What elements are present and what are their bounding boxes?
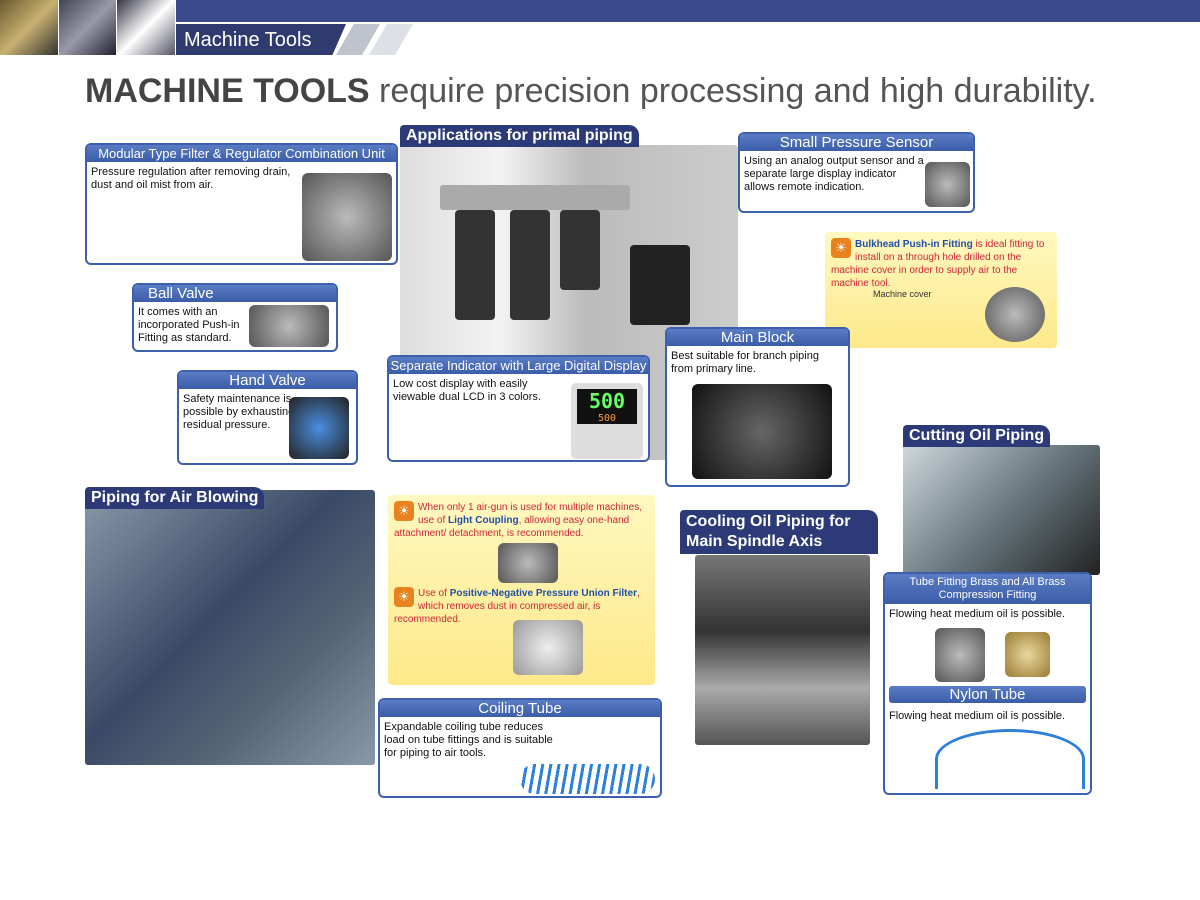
hand-valve-box: Hand Valve Safety maintenance is possibl…	[177, 370, 358, 465]
cutting-oil-photo	[903, 445, 1100, 575]
nylon-tube-text: Flowing heat medium oil is possible.	[889, 710, 1066, 722]
modular-unit-box: Modular Type Filter & Regulator Combinat…	[85, 143, 398, 265]
brass-fitting-image	[1005, 632, 1050, 677]
hand-valve-title: Hand Valve	[179, 372, 356, 389]
indicator-text: Low cost display with easily viewable du…	[393, 378, 541, 403]
lightbulb-icon: ☀	[394, 501, 414, 521]
light-coupling-image	[498, 543, 558, 583]
air-blowing-photo	[85, 490, 375, 765]
main-block-title: Main Block	[667, 329, 848, 346]
section-label: Machine Tools	[176, 24, 346, 55]
sensor-title: Small Pressure Sensor	[740, 134, 973, 151]
coiling-tube-image	[520, 764, 655, 794]
coiling-tube-text: Expandable coiling tube reduces load on …	[384, 721, 553, 759]
coiling-tube-title: Coiling Tube	[380, 700, 660, 717]
main-block-box: Main Block Best suitable for branch pipi…	[665, 327, 850, 487]
modular-unit-image	[302, 173, 392, 261]
lightbulb-icon: ☀	[394, 587, 414, 607]
lightbulb-icon: ☀	[831, 238, 851, 258]
tube-fitting-text: Flowing heat medium oil is possible.	[889, 608, 1066, 620]
main-block-image	[692, 384, 832, 479]
coiling-tube-box: Coiling Tube Expandable coiling tube red…	[378, 698, 662, 798]
main-block-text: Best suitable for branch piping from pri…	[671, 350, 819, 375]
nylon-tube-image	[935, 729, 1085, 789]
ball-valve-text: It comes with an incorporated Push-in Fi…	[138, 306, 240, 344]
tube-fitting-image	[935, 628, 985, 682]
tips-note: ☀When only 1 air-gun is used for multipl…	[388, 495, 655, 685]
cooling-oil-title: Cooling Oil Piping for Main Spindle Axis	[680, 510, 878, 554]
union-filter-image	[513, 620, 583, 675]
primal-piping-title: Applications for primal piping	[400, 125, 639, 147]
hand-valve-text: Safety maintenance is possible by exhaus…	[183, 393, 295, 431]
ball-valve-image	[249, 305, 329, 347]
bulkhead-image	[985, 287, 1045, 342]
indicator-box: Separate Indicator with Large Digital Di…	[387, 355, 650, 462]
display-main-value: 500	[577, 389, 637, 413]
sensor-image	[925, 162, 970, 207]
tube-fitting-box: Tube Fitting Brass and All Brass Compres…	[883, 572, 1092, 795]
nylon-tube-title: Nylon Tube	[889, 686, 1086, 703]
hand-valve-image	[289, 397, 349, 459]
modular-unit-text: Pressure regulation after removing drain…	[91, 166, 291, 191]
header-thumbnails	[0, 0, 177, 55]
indicator-title: Separate Indicator with Large Digital Di…	[389, 357, 648, 374]
top-band	[175, 0, 1200, 22]
cutting-oil-title: Cutting Oil Piping	[903, 425, 1051, 447]
headline: MACHINE TOOLS require precision processi…	[85, 72, 1097, 110]
air-blowing-title: Piping for Air Blowing	[85, 487, 265, 509]
ball-valve-title: Ball Valve	[134, 285, 336, 302]
sensor-text: Using an analog output sensor and a sepa…	[744, 155, 924, 193]
sensor-box: Small Pressure Sensor Using an analog ou…	[738, 132, 975, 213]
tube-fitting-title: Tube Fitting Brass and All Brass Compres…	[885, 574, 1090, 604]
display-sub-value: 500	[577, 413, 637, 424]
cooling-oil-photo	[695, 555, 870, 745]
indicator-image: 500 500	[571, 383, 643, 459]
ball-valve-box: Ball Valve It comes with an incorporated…	[132, 283, 338, 352]
modular-unit-title: Modular Type Filter & Regulator Combinat…	[87, 145, 396, 162]
machine-cover-label: Machine cover	[873, 289, 932, 299]
bulkhead-note: ☀Bulkhead Push-in Fitting is ideal fitti…	[825, 232, 1057, 348]
